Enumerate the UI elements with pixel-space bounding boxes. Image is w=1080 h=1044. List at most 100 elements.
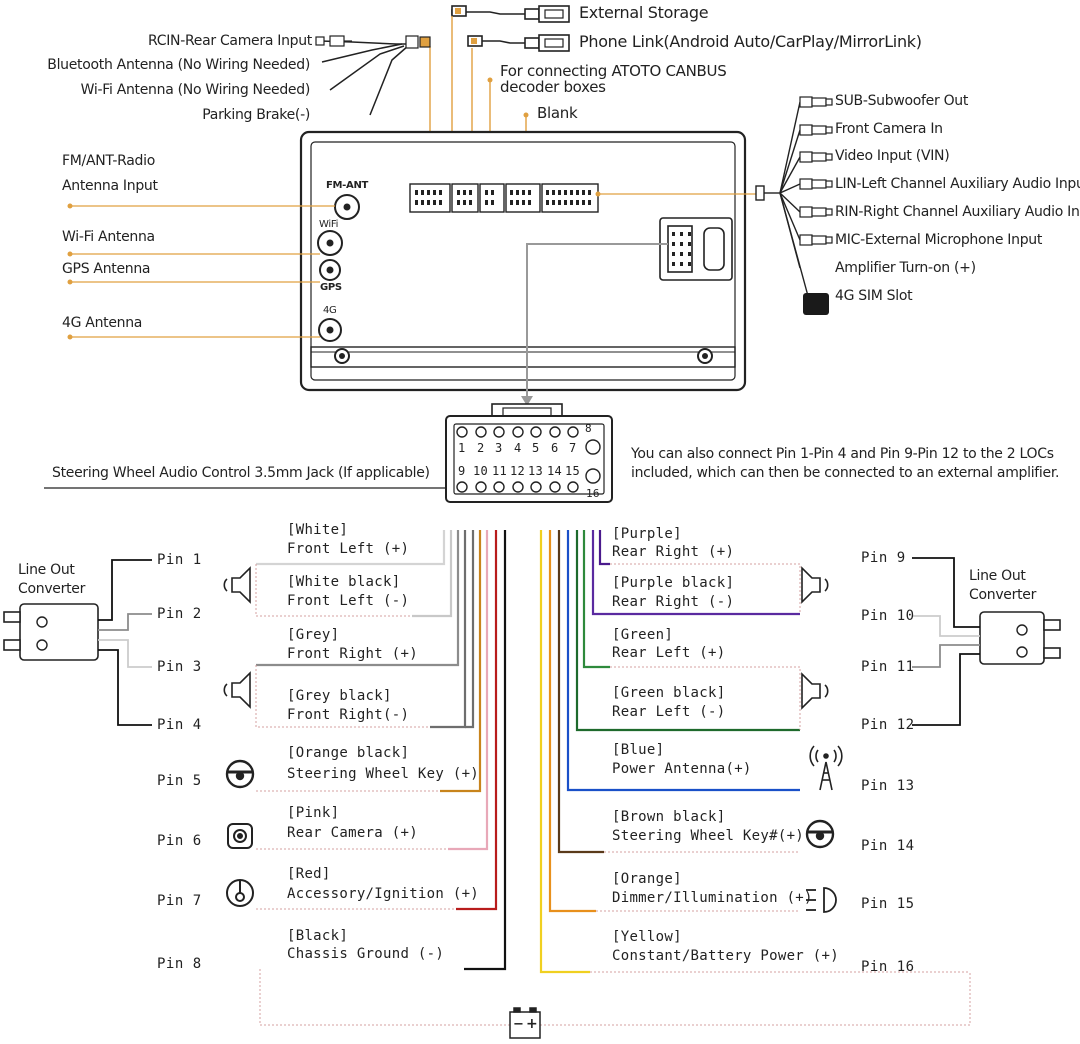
wire-function: Constant/Battery Power (+)	[612, 948, 839, 964]
pin-label: Pin 5	[157, 773, 202, 789]
steering-wheel-icon	[225, 759, 255, 789]
wire-color: [Green]	[612, 627, 674, 643]
steering-jack-label: Steering Wheel Audio Control 3.5mm Jack …	[52, 465, 430, 481]
wire-color: [Purple]	[612, 526, 682, 542]
wire-function: Rear Camera (+)	[287, 825, 418, 841]
pin-label: Pin 14	[861, 838, 915, 854]
pin-label: Pin 10	[861, 608, 915, 624]
wire-function: Front Right (+)	[287, 646, 418, 662]
steering-wheel-icon	[805, 819, 835, 849]
right-cable-label-3: LIN-Left Channel Auxiliary Audio Input	[835, 176, 1080, 192]
sim-slot-icon	[803, 293, 829, 315]
wire-color: [Blue]	[612, 742, 665, 758]
battery-minus: −	[513, 1017, 524, 1032]
right-cable-label-2: Video Input (VIN)	[835, 148, 950, 164]
wire-function: Front Left (+)	[287, 541, 410, 557]
pin-label: Pin 9	[861, 550, 906, 566]
wire-function: Rear Left (-)	[612, 704, 726, 720]
pin-label: Pin 6	[157, 833, 202, 849]
pin-num: 4	[514, 441, 522, 455]
wire-function: Rear Right (-)	[612, 594, 735, 610]
pin-num: 3	[495, 441, 503, 455]
wire-color: [Orange black]	[287, 745, 410, 761]
right-cable-label-6: Amplifier Turn-on (+)	[835, 260, 976, 276]
harness-connector	[445, 403, 613, 503]
wire-color: [Pink]	[287, 805, 340, 821]
loc-right-label-2: Converter	[969, 587, 1037, 603]
pin-label: Pin 1	[157, 552, 202, 568]
wire-color: [Grey black]	[287, 688, 392, 704]
wire-color: [Orange]	[612, 871, 682, 887]
wire-function: Steering Wheel Key (+)	[287, 766, 480, 782]
fm-antenna-label-2: Antenna Input	[62, 178, 158, 194]
pin-label: Pin 13	[861, 778, 915, 794]
4g-antenna-label: 4G Antenna	[62, 315, 143, 331]
wire-color: [White black]	[287, 574, 401, 590]
pin-num: 5	[532, 441, 540, 455]
speaker-icon	[801, 566, 829, 604]
pin-label: Pin 4	[157, 717, 202, 733]
left-cable-bundle	[319, 40, 410, 116]
wire-color: [Green black]	[612, 685, 726, 701]
pin-num: 13	[528, 464, 544, 478]
loc-note-1: You can also connect Pin 1-Pin 4 and Pin…	[631, 446, 1054, 462]
loc-left-wires	[98, 559, 152, 726]
parking-brake-label: Parking Brake(-)	[202, 107, 310, 123]
wire-function: Steering Wheel Key#(+)	[612, 828, 805, 844]
canbus-label-2: decoder boxes	[500, 78, 606, 96]
pin-num: 2	[477, 441, 485, 455]
battery-icon	[509, 1007, 541, 1039]
wire-function: Front Left (-)	[287, 593, 410, 609]
wire-function: Rear Right (+)	[612, 544, 735, 560]
right-speaker-boxes	[590, 563, 970, 973]
gps-port-label: GPS	[320, 282, 342, 293]
pin-label: Pin 8	[157, 956, 202, 972]
right-cable-bundle	[755, 101, 809, 297]
antenna-leaders	[70, 205, 335, 338]
pin-label: Pin 16	[861, 959, 915, 975]
iso-connector	[659, 217, 733, 281]
iso-to-harness-arrow	[526, 243, 668, 398]
pin-num: 8	[585, 422, 592, 435]
ignition-key-icon	[226, 879, 254, 907]
rca-plugs	[799, 96, 833, 246]
pin-num: 1	[458, 441, 466, 455]
connector-pins	[415, 190, 591, 205]
pin-label: Pin 15	[861, 896, 915, 912]
pin-label: Pin 3	[157, 659, 202, 675]
usb-cables	[451, 5, 570, 52]
line-out-converter-left	[3, 603, 99, 661]
loc-left-label-2: Converter	[18, 581, 86, 597]
battery-plus: +	[526, 1016, 538, 1032]
loc-right-label-1: Line Out	[969, 568, 1026, 584]
bt-antenna-label: Bluetooth Antenna (No Wiring Needed)	[47, 57, 310, 73]
pin-label: Pin 11	[861, 659, 915, 675]
left-speaker-boxes	[255, 564, 971, 1026]
unit-connector-strip	[409, 183, 599, 213]
loc-note-2: included, which can then be connected to…	[631, 465, 1060, 481]
wire-function: Front Right(-)	[287, 707, 410, 723]
pin-num: 15	[565, 464, 581, 478]
wire-function: Chassis Ground (-)	[287, 946, 445, 962]
pin-num: 10	[473, 464, 489, 478]
rcin-label: RCIN-Rear Camera Input	[148, 33, 312, 49]
wifi-cable-label: Wi-Fi Antenna (No Wiring Needed)	[80, 82, 311, 98]
fm-antenna-label-1: FM/ANT-Radio	[62, 153, 155, 169]
speaker-icon	[223, 566, 251, 604]
camera-icon	[227, 823, 253, 849]
pin-num: 14	[547, 464, 563, 478]
pin-num: 12	[510, 464, 526, 478]
wire-color: [Red]	[287, 866, 331, 882]
canbus-label-1: For connecting ATOTO CANBUS	[500, 62, 727, 80]
right-wires	[539, 530, 800, 974]
pin-label: Pin 7	[157, 893, 202, 909]
wire-function: Rear Left (+)	[612, 645, 726, 661]
rcin-plug	[315, 35, 352, 47]
right-cable-label-1: Front Camera In	[835, 121, 943, 137]
wire-color: [Grey]	[287, 627, 340, 643]
wifi-port-label: WiFi	[319, 219, 339, 230]
loc-right-wires	[912, 557, 980, 726]
blank-label: Blank	[537, 104, 578, 122]
4g-port-label: 4G	[323, 305, 337, 316]
